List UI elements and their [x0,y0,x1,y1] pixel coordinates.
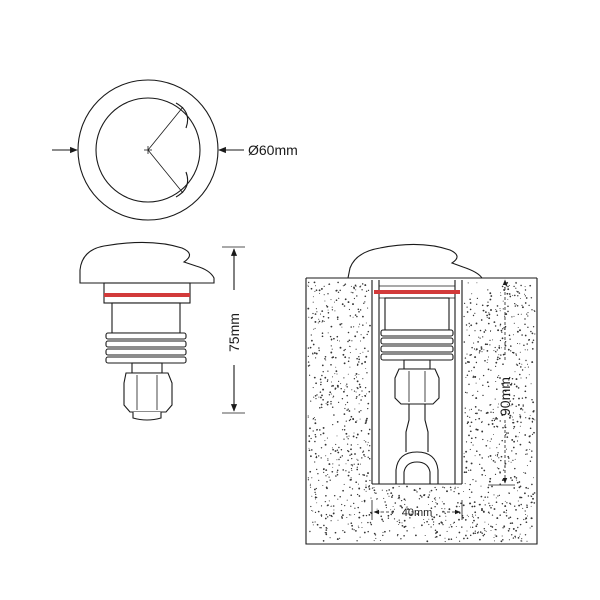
section-line-lower [147,149,184,194]
width-label: 40mm [402,507,433,519]
installed-gland-nut [394,368,440,405]
diameter-label: Ø60mm [248,142,298,158]
section-line-upper [147,106,184,151]
gland-nut [123,372,173,413]
center-mark [144,146,152,154]
ground-texture [307,281,536,543]
installed-cap [347,243,484,279]
body-neck [111,302,181,334]
installed-body-neck [384,297,450,331]
cable-right [424,404,429,452]
installed-cooling-ribs [380,329,454,361]
side-view: 75mm [79,241,245,421]
cap-head [79,241,215,284]
top-view: Ø60mm [52,79,298,221]
height-label: 75mm [226,313,242,352]
gland-neck [131,362,163,374]
cooling-ribs [105,332,187,364]
cable-left [405,404,410,452]
cable-loop-inner [403,461,431,484]
lens-circle [95,97,201,203]
installed-view: 90mm 40mm [305,243,538,545]
cable-entry [132,412,162,421]
depth-label: 90mm [497,377,513,416]
mounting-sleeve [371,280,463,485]
cable-loop-outer [395,451,439,484]
notch-cutout [175,102,189,198]
ground-outline [305,278,538,545]
